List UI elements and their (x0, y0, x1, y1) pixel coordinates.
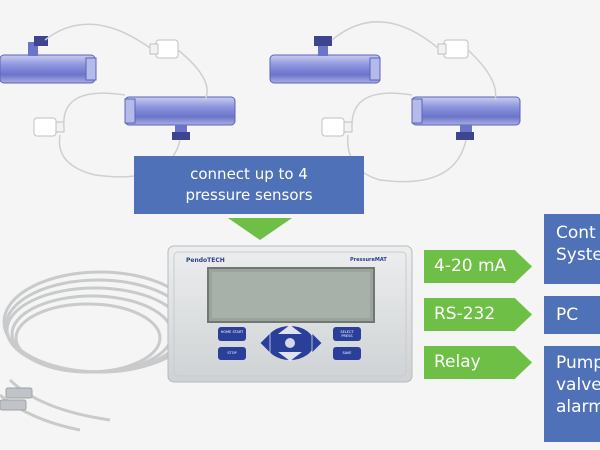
stop-key[interactable] (218, 347, 246, 360)
output-arrow-rs232: RS-232 (424, 298, 532, 331)
output-arrow-4-20ma: 4-20 mA (424, 250, 532, 283)
callout-line-1: connect up to 4 (190, 165, 308, 183)
luer-connector-left-2 (33, 117, 65, 137)
home-start-label: HOME START (220, 330, 244, 334)
target-pc: PC (544, 296, 600, 334)
save-key[interactable] (333, 347, 361, 360)
arrow-up-key[interactable] (278, 325, 302, 334)
sensor-wire-left (44, 23, 208, 178)
stop-label: STOP (227, 351, 237, 355)
sensor-callout-box: connect up to 4 pressure sensors (134, 156, 364, 214)
coiled-cable-bundle (0, 270, 198, 432)
device-brand-logo: PendoTECH (186, 257, 225, 264)
home-start-key[interactable] (218, 327, 246, 341)
select-press-key[interactable] (333, 327, 361, 341)
arrow-right-key[interactable] (311, 332, 323, 354)
select-press-label: SELECT PRESS (340, 330, 354, 338)
cable-connector-end (0, 387, 33, 411)
target-pump-line-1: Pump (556, 353, 600, 373)
pressure-sensor-left-top (0, 36, 97, 84)
arrow-left-key[interactable] (259, 332, 271, 354)
target-pc-line-1: PC (556, 305, 579, 325)
sensor-wire-right (331, 21, 497, 183)
pressure-sensor-left-bottom (124, 96, 236, 140)
callout-line-2: pressure sensors (185, 186, 313, 204)
save-label: SAVE (342, 351, 352, 355)
signal-label-4-20ma: 4-20 mA (434, 256, 507, 276)
device-keypad (218, 325, 361, 361)
target-control-line-2: Syste (556, 245, 600, 265)
pressure-sensor-right-top (269, 36, 381, 84)
signal-label-relay: Relay (434, 352, 481, 372)
pressure-monitor-device (167, 245, 413, 383)
device-model-label: PressureMAT (350, 257, 387, 263)
arrow-down-key[interactable] (278, 352, 302, 361)
target-control-line-1: Cont (556, 223, 596, 243)
luer-connector-right-1 (437, 39, 469, 59)
signal-label-rs232: RS-232 (434, 304, 496, 324)
target-pump-line-2: valve (556, 375, 600, 395)
luer-connector-right-2 (321, 117, 353, 137)
pressure-sensor-right-bottom (411, 96, 521, 140)
down-arrow (228, 218, 292, 240)
target-control-system: Cont Syste (544, 214, 600, 284)
luer-connector-left-1 (149, 39, 179, 59)
target-pump-valve-alarm: Pump valve alarm (544, 346, 600, 442)
output-arrow-relay: Relay (424, 346, 532, 379)
target-pump-line-3: alarm (556, 397, 600, 417)
